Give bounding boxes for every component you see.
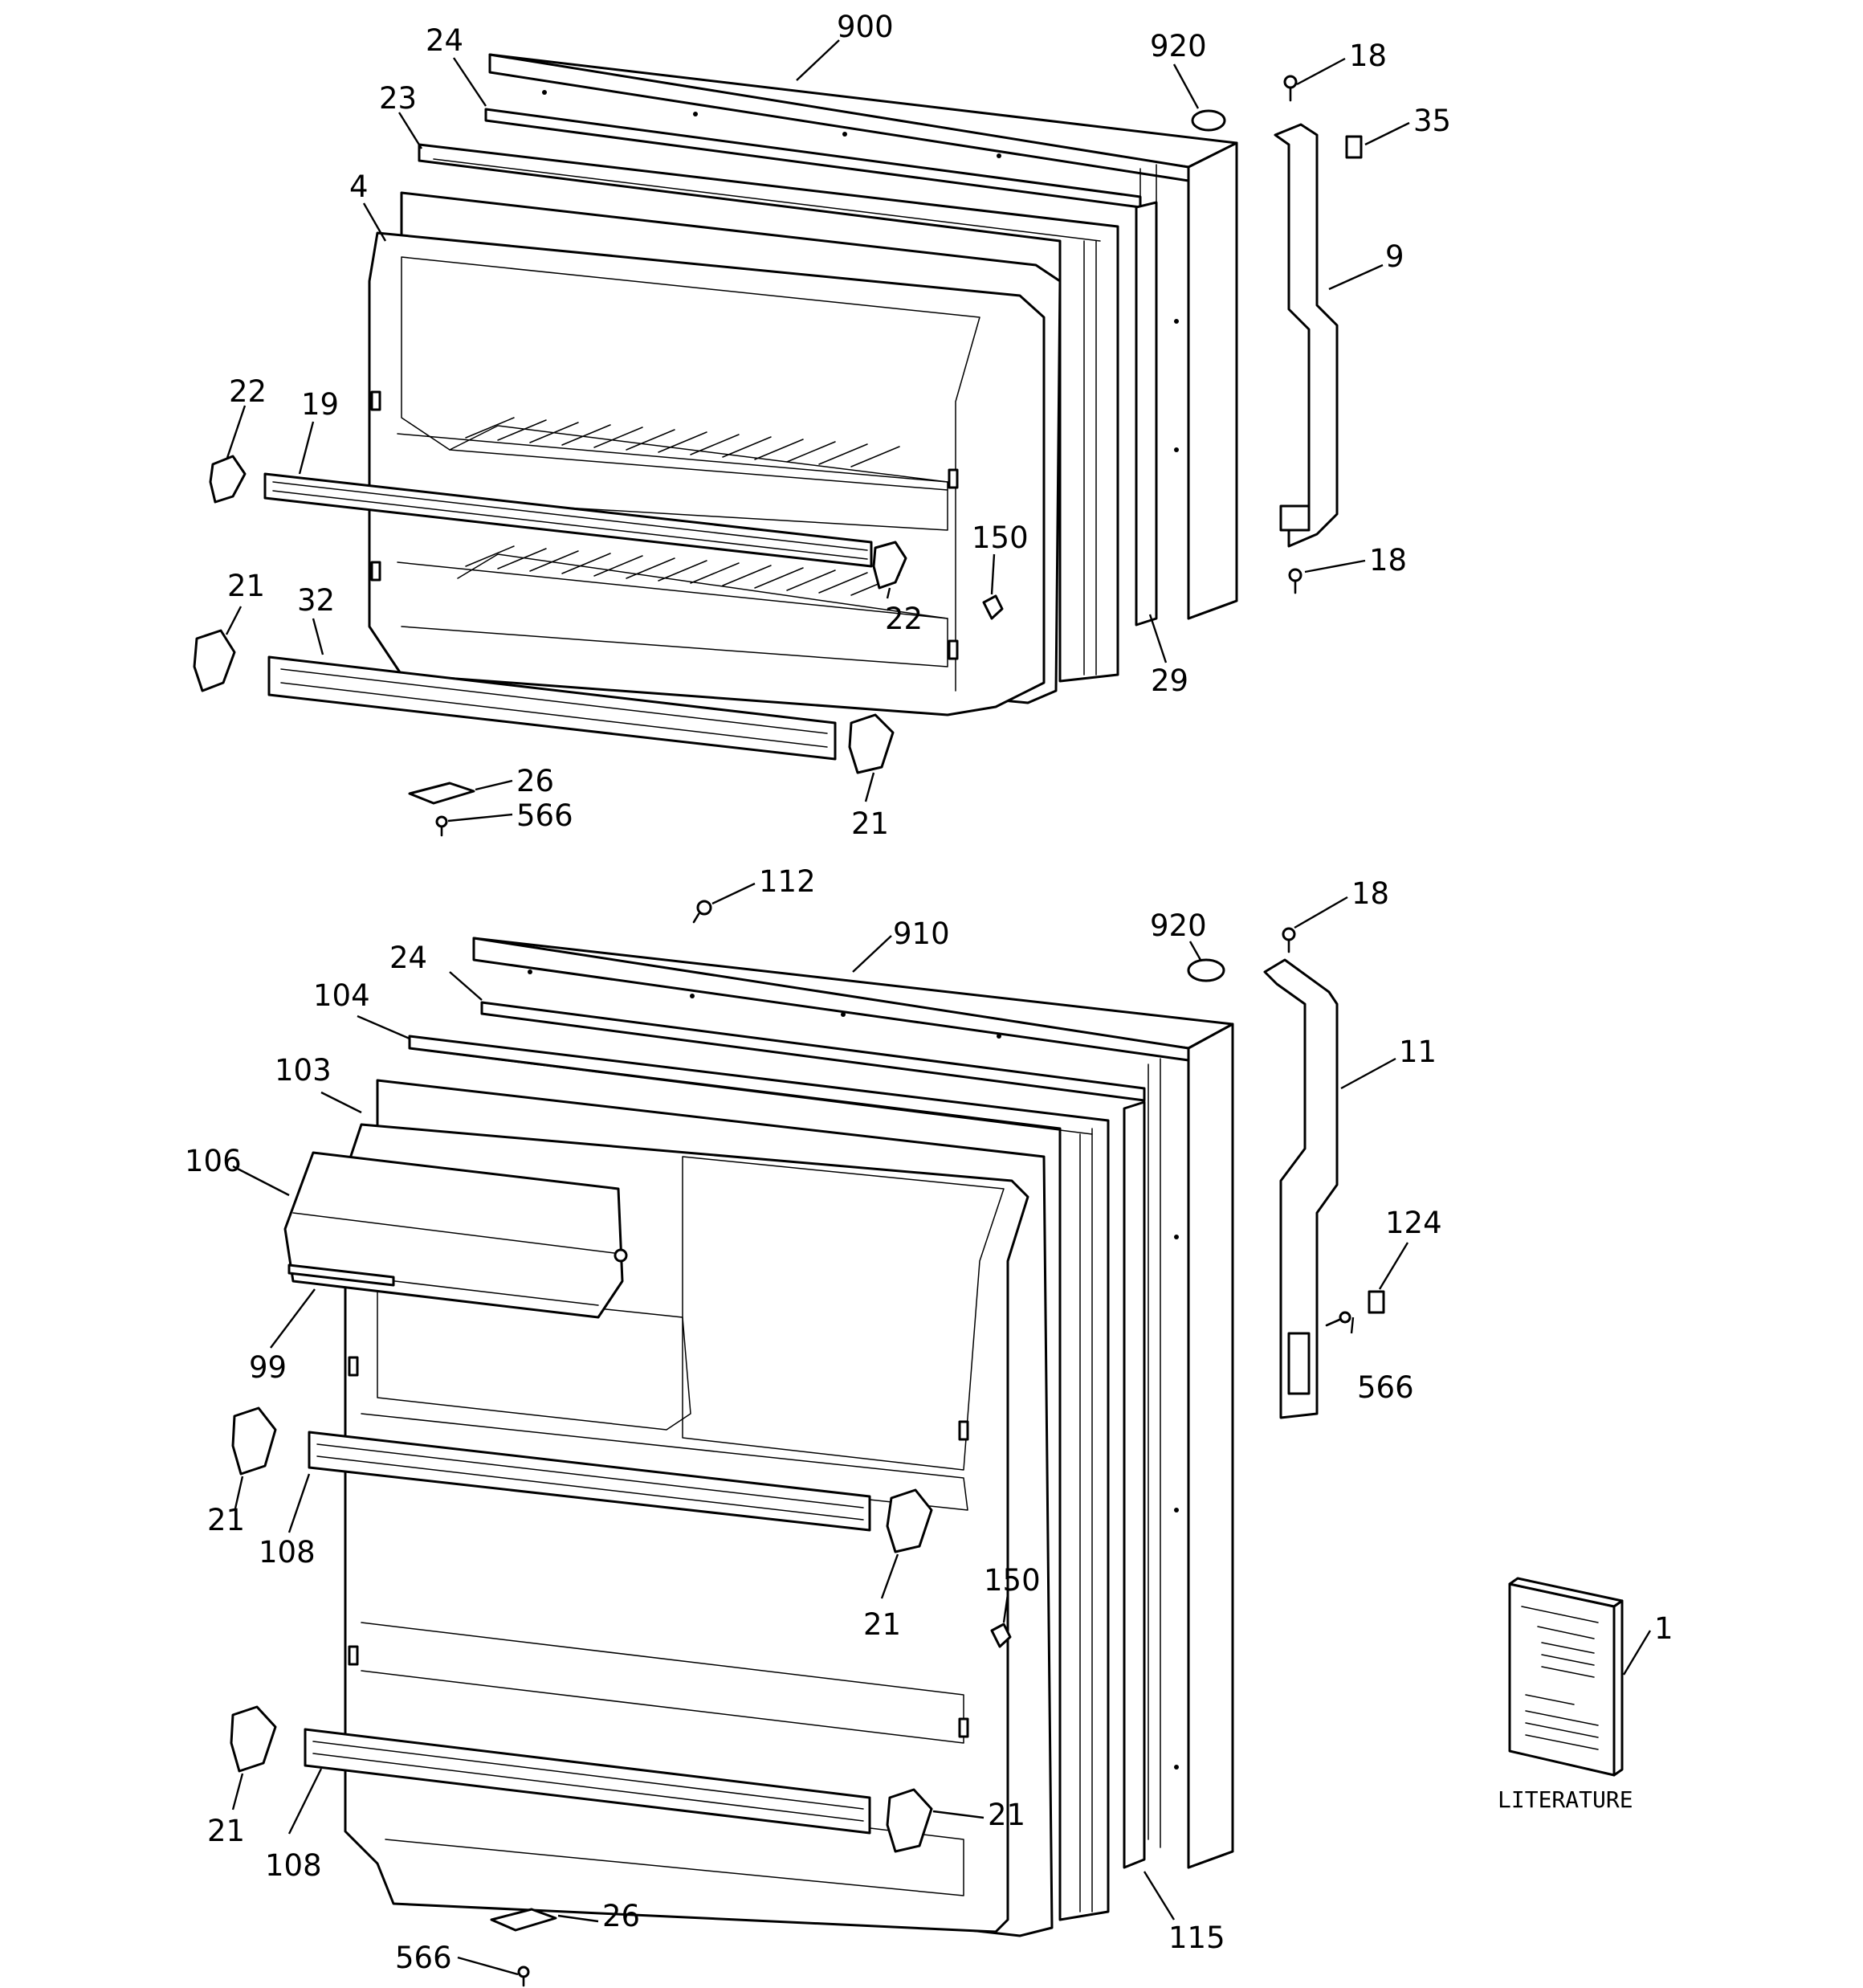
callout-115: 115 [1168, 1921, 1225, 1955]
callout-124: 124 [1385, 1206, 1442, 1240]
fresh-food-door-rail-upper [308, 1431, 871, 1532]
callout-104: 104 [313, 978, 370, 1013]
freezer-plug-button [1191, 109, 1226, 132]
callout-19: 19 [301, 387, 339, 422]
fresh-food-handle-side-screw [1325, 1311, 1351, 1327]
literature-booklet-text-lines [1521, 1606, 1599, 1750]
freezer-handle-screw-bottom [1288, 568, 1302, 594]
fresh-food-rail-support-lower-right [886, 1788, 933, 1853]
callout-99: 99 [249, 1350, 287, 1385]
callout-566: 566 [516, 798, 573, 833]
fresh-food-door-handle [1263, 958, 1339, 1419]
literature-label: LITERATURE [1498, 1786, 1633, 1813]
freezer-door-rail [267, 655, 837, 761]
callout-920: 920 [1150, 908, 1207, 943]
callout-106: 106 [185, 1144, 242, 1178]
fresh-food-handle-screw [1282, 927, 1296, 953]
callout-21: 21 [207, 1503, 245, 1537]
fresh-food-gasket-strip [480, 1001, 1146, 1102]
freezer-rail-support-left [193, 629, 236, 692]
callout-23: 23 [379, 81, 417, 116]
freezer-shelf-support-left [209, 455, 247, 504]
callout-920: 920 [1150, 29, 1207, 63]
callout-910: 910 [893, 916, 950, 951]
freezer-door-liner-frame [418, 143, 1119, 683]
fresh-food-rail-support-lower-left [230, 1705, 277, 1773]
callout-150: 150 [972, 520, 1029, 555]
freezer-handle-cap [1345, 135, 1363, 159]
freezer-shelf-ribs [465, 417, 900, 596]
fresh-food-leader-lines [231, 882, 1652, 1976]
freezer-door-handle [1274, 123, 1339, 548]
freezer-inner-liner [368, 191, 1062, 716]
freezer-door-gasket [1135, 201, 1158, 627]
callout-9: 9 [1385, 239, 1404, 274]
callout-21: 21 [851, 806, 889, 841]
freezer-callouts: 900 920 18 35 24 23 4 9 22 19 150 22 18 … [227, 10, 1451, 841]
callout-21: 21 [988, 1798, 1025, 1832]
callout-18: 18 [1349, 39, 1387, 73]
callout-108: 108 [265, 1848, 322, 1883]
freezer-shelf-bar [263, 472, 873, 568]
callout-112: 112 [759, 864, 816, 899]
freezer-outer-door-panel [488, 53, 1238, 620]
callout-566: 566 [395, 1941, 452, 1975]
dairy-door-hinge [287, 1263, 395, 1287]
fresh-food-hinge-screw [517, 1966, 530, 1987]
fresh-food-liner-clip [990, 1623, 1012, 1648]
callout-4: 4 [349, 169, 369, 204]
callout-29: 29 [1151, 663, 1188, 698]
callout-103: 103 [275, 1053, 332, 1088]
fresh-food-hinge-plate [490, 1908, 557, 1932]
callout-1: 1 [1654, 1611, 1673, 1646]
callout-108: 108 [259, 1535, 316, 1570]
fresh-food-rail-support-upper-left [231, 1406, 277, 1476]
freezer-hinge-screw [435, 815, 448, 837]
callout-26: 26 [516, 764, 554, 798]
callout-11: 11 [1399, 1035, 1437, 1069]
callout-21: 21 [227, 569, 265, 603]
callout-22: 22 [229, 374, 267, 409]
freezer-rail-support-right [848, 713, 895, 774]
fresh-food-plug-button [1187, 958, 1225, 982]
freezer-shelf-support-right [872, 541, 907, 590]
callout-21: 21 [863, 1607, 901, 1642]
fresh-food-handle-cap [1368, 1290, 1385, 1314]
fresh-food-door-liner-frame [408, 1035, 1110, 1921]
callout-24: 24 [426, 23, 463, 58]
fresh-food-door-rail-lower [304, 1728, 871, 1835]
callout-150: 150 [984, 1563, 1041, 1598]
callout-26: 26 [602, 1899, 640, 1933]
freezer-liner-clip [982, 594, 1004, 620]
fresh-food-rail-support-upper-right [886, 1488, 933, 1553]
callout-32: 32 [297, 583, 335, 618]
callout-24: 24 [389, 941, 427, 975]
freezer-door-assembly: 900 920 18 35 24 23 4 9 22 19 150 22 18 … [193, 10, 1451, 841]
fresh-food-top-screw [692, 900, 712, 924]
callout-35: 35 [1413, 104, 1451, 138]
freezer-hinge-plate [408, 782, 475, 805]
fresh-food-callouts: 112 18 910 920 24 104 11 103 106 124 99 … [185, 864, 1673, 1975]
freezer-leader-lines [225, 39, 1410, 823]
callout-22: 22 [885, 602, 923, 636]
callout-566: 566 [1357, 1370, 1414, 1405]
freezer-handle-screw-top [1283, 75, 1298, 102]
callout-18: 18 [1369, 543, 1407, 578]
callout-21: 21 [207, 1814, 245, 1848]
fresh-food-door-assembly: 112 18 910 920 24 104 11 103 106 124 99 … [185, 864, 1673, 1987]
literature-booklet [1508, 1577, 1624, 1777]
fresh-food-outer-door-panel [472, 937, 1234, 1869]
fresh-food-door-gasket [1123, 1100, 1146, 1869]
callout-900: 900 [837, 10, 894, 44]
callout-18: 18 [1351, 876, 1389, 911]
